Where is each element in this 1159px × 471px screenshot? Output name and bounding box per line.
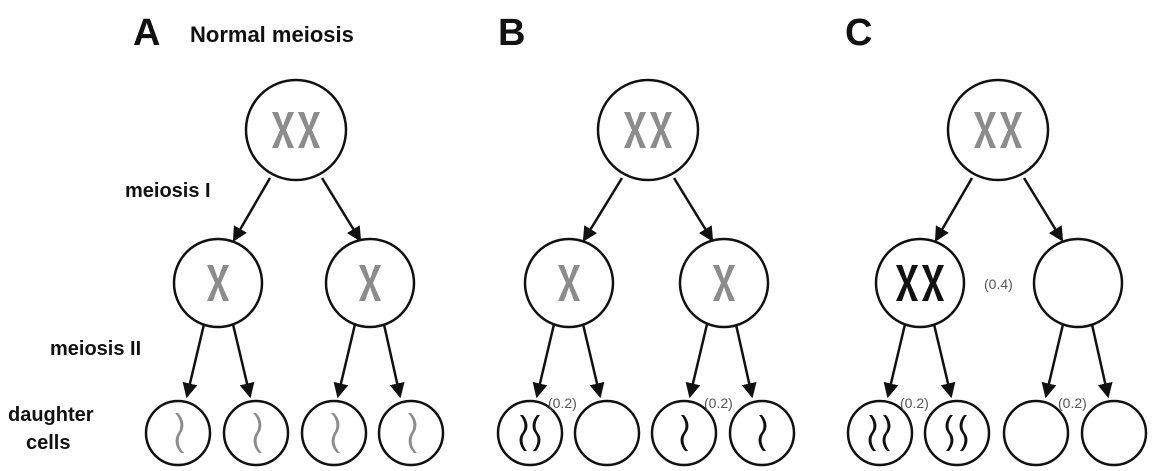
probability-label: (0.2) xyxy=(548,395,577,411)
daughter-cells-label-line1: daughter xyxy=(8,404,94,426)
daughter-cell xyxy=(923,399,991,467)
daughter-cell xyxy=(573,399,641,467)
arrow xyxy=(182,177,405,399)
arrow xyxy=(532,177,757,399)
panel-a-label: A xyxy=(133,12,161,54)
probability-label: (0.4) xyxy=(984,276,1013,292)
probability-label: (0.2) xyxy=(704,395,733,411)
probability-label: (0.2) xyxy=(900,395,929,411)
probability-label: (0.2) xyxy=(1058,395,1087,411)
panel-a-title: Normal meiosis xyxy=(190,22,354,47)
panel-c-label: C xyxy=(845,12,873,54)
daughter-cell xyxy=(1080,399,1148,467)
daughter-cells-label-line2: cells xyxy=(26,432,71,454)
panel-b-label: B xyxy=(498,12,526,54)
parent-cell xyxy=(596,78,700,182)
daughter-cell xyxy=(496,399,564,467)
meiosis-1-cell xyxy=(1032,237,1124,329)
panel-b-tree: (0.2) (0.2) xyxy=(496,78,796,467)
panel-a-tree xyxy=(144,78,445,467)
parent-cell xyxy=(946,78,1050,182)
meiosis-1-cell xyxy=(874,237,966,329)
meiosis-1-label: meiosis I xyxy=(125,180,211,202)
meiosis-2-label: meiosis II xyxy=(50,338,142,360)
parent-cell xyxy=(244,78,348,182)
daughter-cell xyxy=(1002,399,1070,467)
arrow xyxy=(883,177,1113,399)
daughter-cell xyxy=(846,399,914,467)
panel-c-tree: (0.4) (0.2) (0.2) xyxy=(846,78,1148,467)
